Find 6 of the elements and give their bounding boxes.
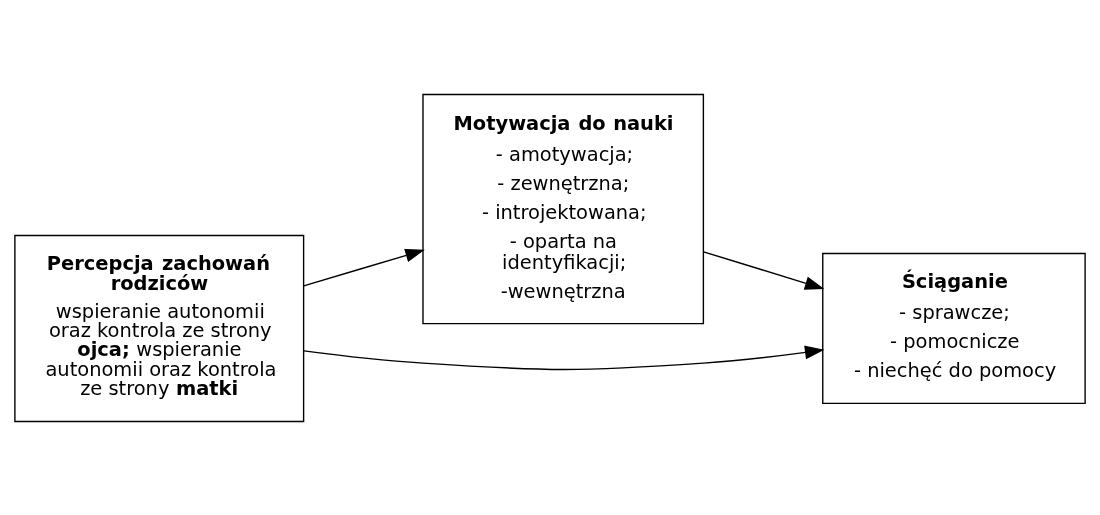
arrow [702, 250, 825, 290]
arrow [303, 345, 825, 370]
arrow [303, 248, 425, 287]
node-box: Motywacja do nauki - amotywacja; - zewnętrzna; - introjektowana; - oparta na identyfikacji; -wewnętrzna [422, 93, 705, 324]
node-box: Ściąganie - sprawcze; - pomocnicze - niechęć do pomocy [822, 252, 1086, 404]
node-box: Percepcja zachowań rodziców wspieranie autonomii oraz kontrola ze strony ojca; wspieranie autonomii oraz kontrola ze strony matki [14, 234, 305, 422]
